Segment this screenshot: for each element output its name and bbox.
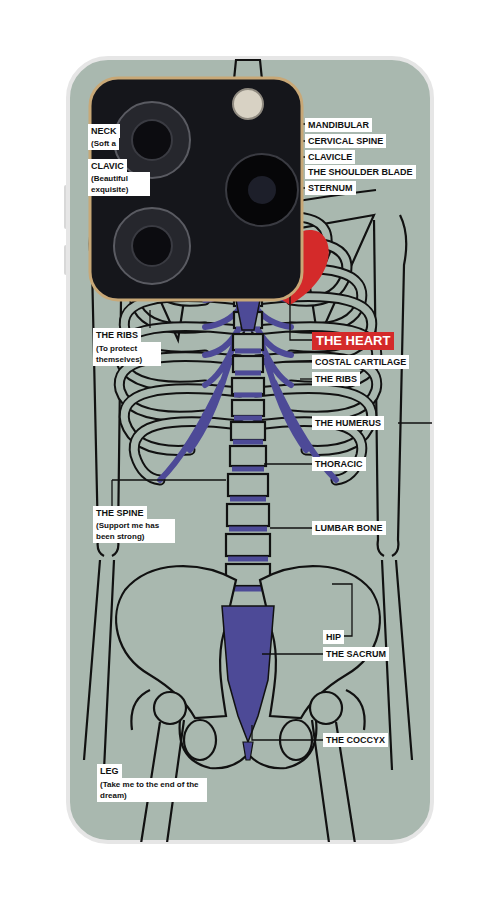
leader-line xyxy=(332,584,352,636)
lens-glass xyxy=(132,226,172,266)
part-label: LUMBAR BONE xyxy=(312,521,386,535)
note-label: (To protect themselves) xyxy=(93,342,161,366)
leader-line xyxy=(300,378,312,379)
part-label: THE RIBS xyxy=(93,328,141,342)
part-label: THE RIBS xyxy=(312,372,360,386)
part-label: CERVICAL SPINE xyxy=(305,134,386,148)
part-label: COSTAL CARTILAGE xyxy=(312,355,409,369)
vertebra xyxy=(233,356,263,372)
part-label: LEG xyxy=(97,764,122,778)
part-label: THE SPINE xyxy=(93,506,147,520)
leader-line xyxy=(112,480,226,506)
forearm-outline xyxy=(84,560,114,770)
vertebra xyxy=(233,334,263,350)
pubis xyxy=(180,720,246,768)
lens-glass xyxy=(132,120,172,160)
vertebra xyxy=(232,378,264,394)
vertebra xyxy=(231,422,265,440)
lens-glass xyxy=(248,176,276,204)
note-label: (Take me to the end of the dream) xyxy=(97,778,207,802)
leader-line xyxy=(149,310,150,328)
part-label: CLAVIC xyxy=(88,159,127,173)
part-label: THE SACRUM xyxy=(323,647,389,661)
vertebra xyxy=(232,400,264,416)
phone-case xyxy=(68,58,432,842)
note-label: (Support me has been strong) xyxy=(93,519,175,543)
spinal-disc xyxy=(228,307,268,589)
camera-flash xyxy=(233,89,263,119)
part-label: HIP xyxy=(323,630,344,644)
skeleton xyxy=(84,60,432,842)
part-label: STERNUM xyxy=(305,181,356,195)
note-label: (Soft a xyxy=(88,137,119,150)
femur xyxy=(131,690,184,842)
camera-lens xyxy=(226,154,298,226)
part-label: THORACIC xyxy=(312,457,366,471)
part-label: THE SHOULDER BLADE xyxy=(305,165,416,179)
leader-line xyxy=(264,463,312,464)
vertebra xyxy=(227,504,269,526)
vertebra xyxy=(228,474,268,496)
leader-lines xyxy=(112,76,432,740)
vertebra xyxy=(230,446,266,466)
camera-lens xyxy=(114,208,190,284)
note-label: (Beautiful exquisite) xyxy=(88,172,150,196)
leader-line xyxy=(398,422,432,423)
leader-line xyxy=(282,361,312,362)
part-label: THE HUMERUS xyxy=(312,416,384,430)
part-label: THE COCCYX xyxy=(323,733,388,747)
part-label: NECK xyxy=(88,124,120,138)
part-label: MANDIBULAR xyxy=(305,118,372,132)
obturator xyxy=(184,720,216,760)
leader-line xyxy=(270,527,312,528)
coccyx-bone xyxy=(243,742,253,760)
highlight-label: THE HEART xyxy=(312,332,394,350)
leader-line xyxy=(262,653,323,654)
leader-line xyxy=(252,725,323,740)
part-label: CLAVICLE xyxy=(305,150,355,164)
femur-head xyxy=(154,692,186,724)
sacrum-bone xyxy=(222,606,274,742)
vertebra xyxy=(226,534,270,556)
